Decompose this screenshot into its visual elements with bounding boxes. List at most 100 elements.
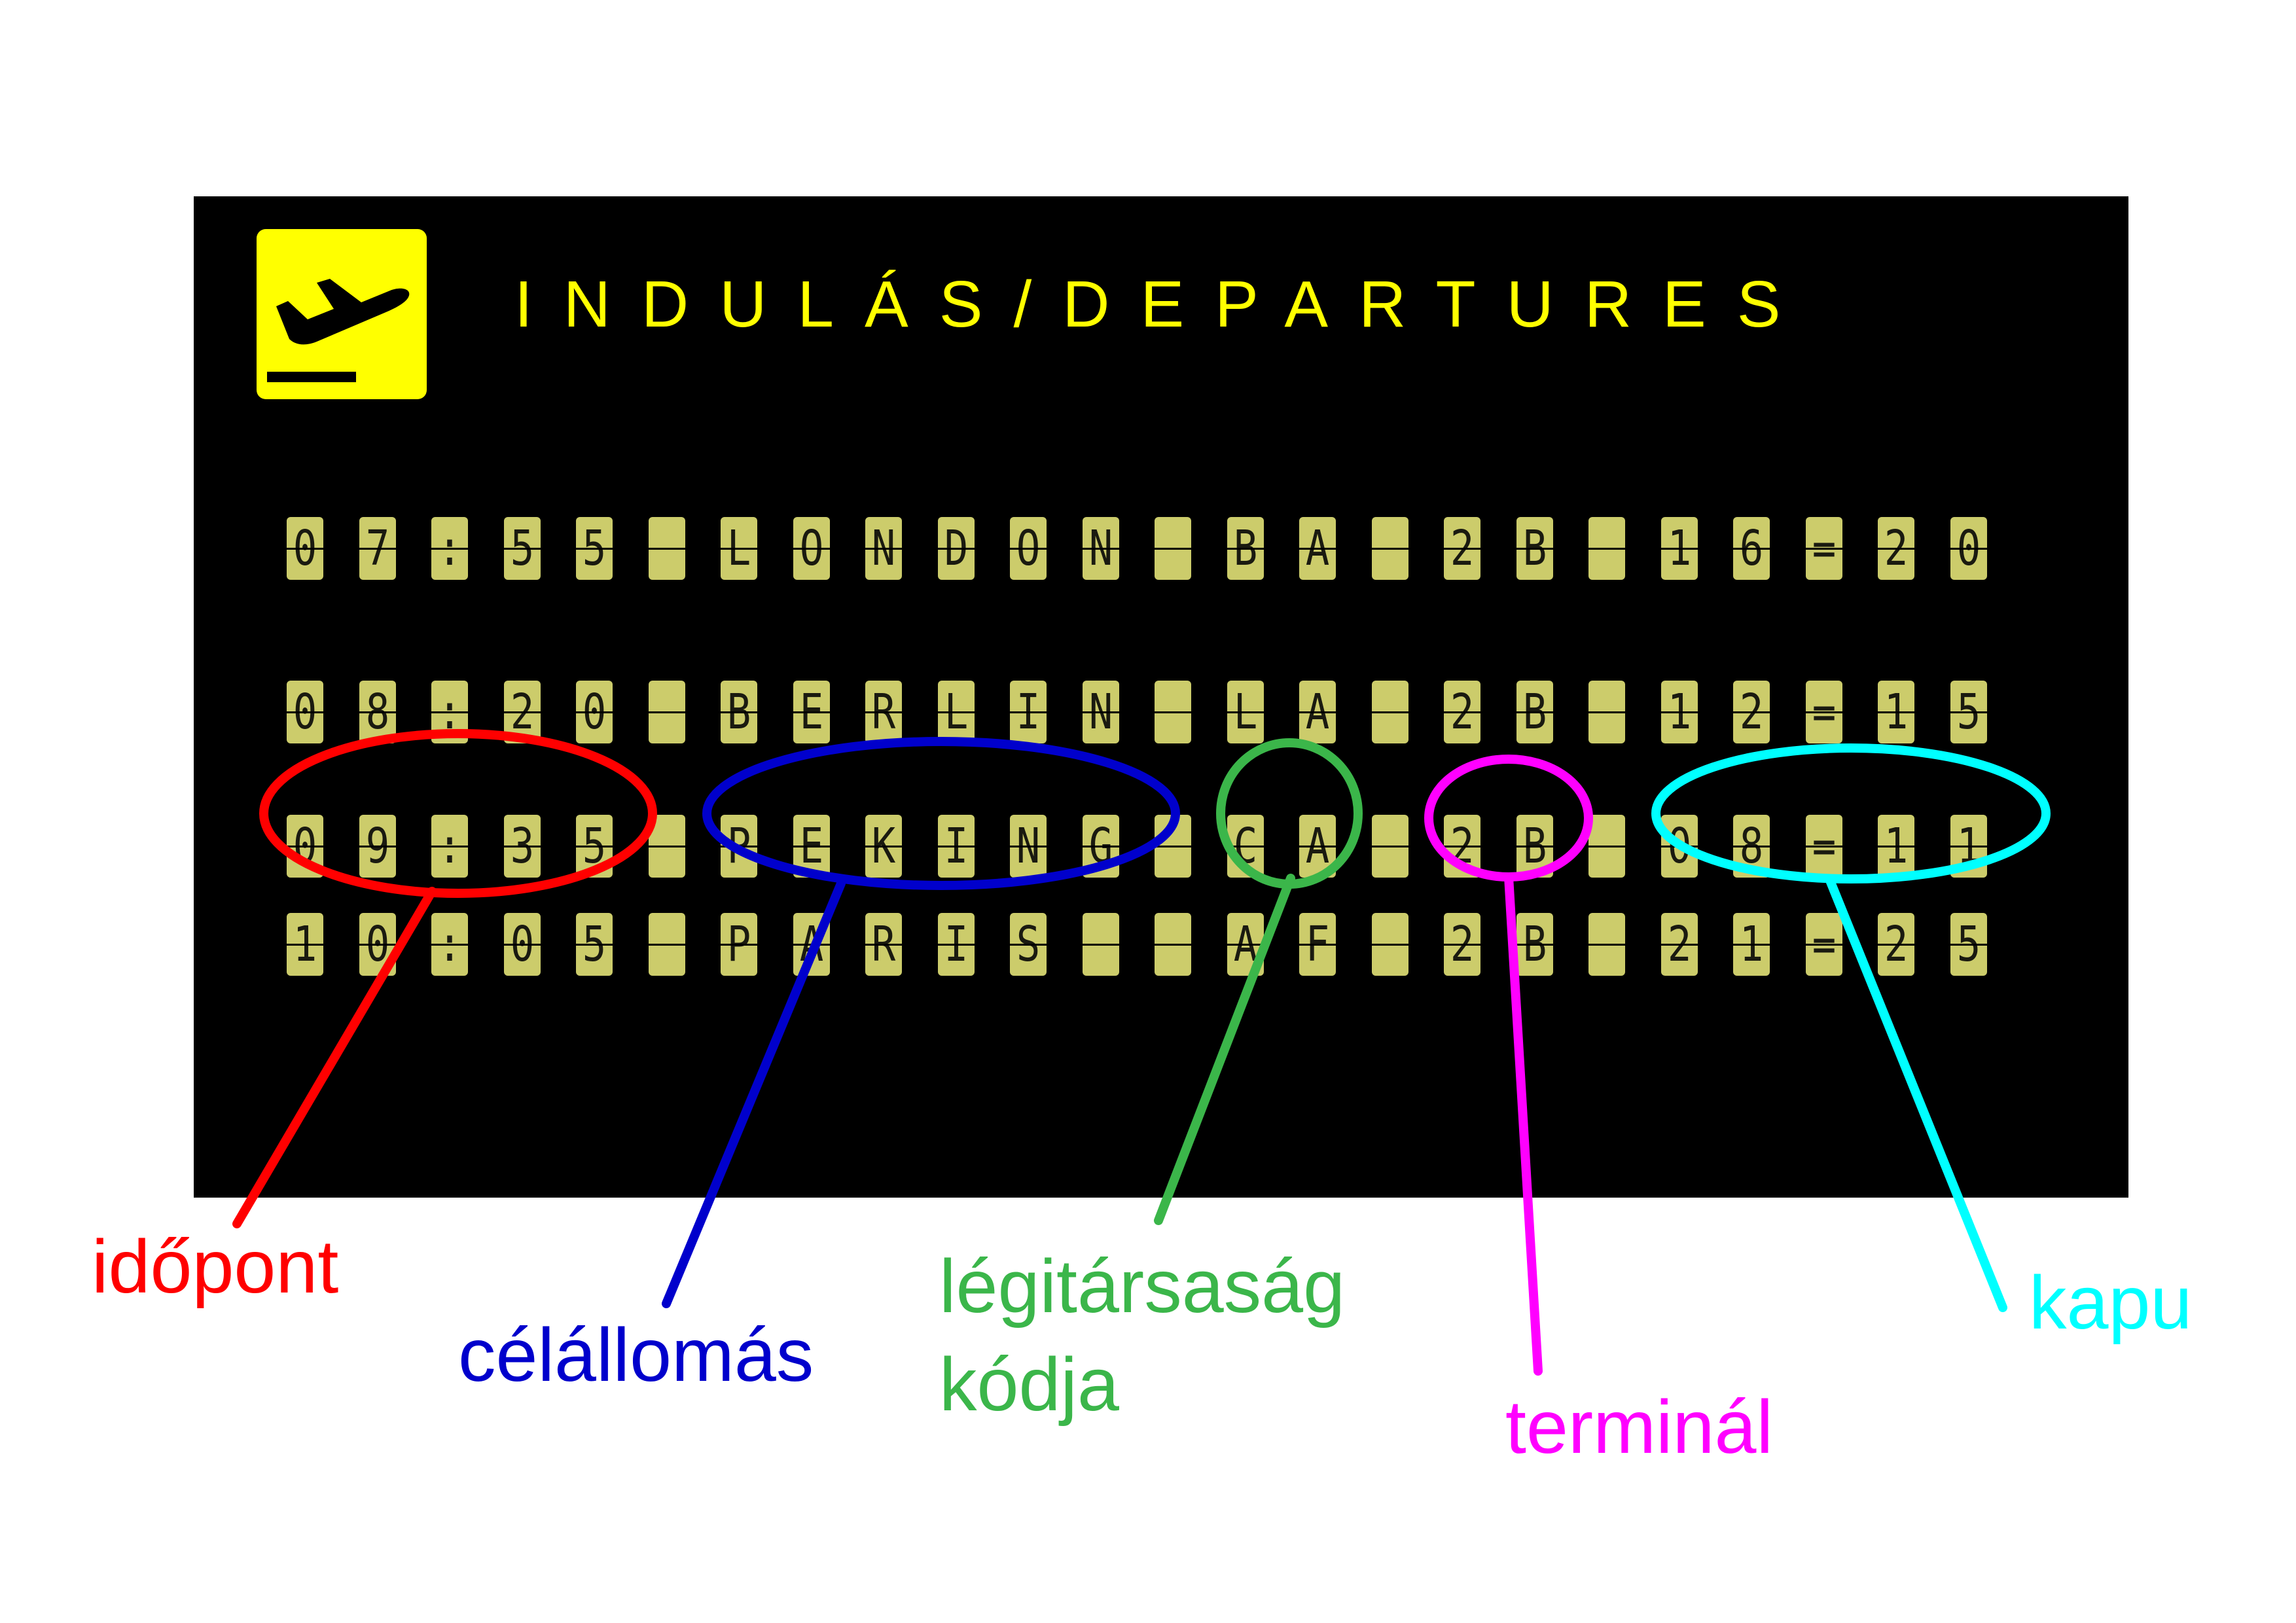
- flap-tile: B: [1516, 913, 1553, 976]
- flap-tile: 2: [503, 681, 541, 743]
- flap-tile: N: [865, 517, 902, 580]
- flap-tile: :: [431, 517, 468, 580]
- flap-tile: 0: [359, 913, 396, 976]
- time-label: időpont: [92, 1225, 339, 1309]
- terminal-label: terminál: [1505, 1385, 1774, 1469]
- flap-tile: 2: [1444, 815, 1480, 878]
- flap-tile: E: [793, 681, 830, 743]
- flap-tile: D: [937, 517, 975, 580]
- flap-tile: =: [1805, 681, 1842, 743]
- flap-tile: B: [1516, 815, 1553, 878]
- destination-label: célállomás: [458, 1313, 814, 1397]
- flap-tile: 2: [1660, 913, 1698, 976]
- flap-tile: 5: [1950, 913, 1987, 976]
- departure-plane-svg: [257, 229, 427, 399]
- flap-tile: 0: [287, 815, 323, 878]
- flap-tile: 1: [287, 913, 323, 976]
- flap-tile: 5: [576, 517, 613, 580]
- flap-tile: G: [1082, 815, 1119, 878]
- flap-tile: 1: [1878, 681, 1914, 743]
- flap-tile: N: [1010, 815, 1047, 878]
- flap-tile: [1371, 681, 1408, 743]
- flap-tile: I: [1010, 681, 1047, 743]
- flap-tile: 0: [1950, 517, 1987, 580]
- flap-tile: S: [1010, 913, 1047, 976]
- flap-tile: [648, 815, 685, 878]
- departure-plane-icon: [257, 229, 427, 399]
- flap-tile: I: [937, 815, 975, 878]
- airline-label-line2: kódja: [939, 1343, 1119, 1427]
- flap-tile: O: [793, 517, 830, 580]
- flap-tile: P: [721, 913, 757, 976]
- flap-tile: [1588, 913, 1625, 976]
- flap-tile: B: [1516, 681, 1553, 743]
- flap-tile: 8: [1733, 815, 1770, 878]
- flap-tile: [1588, 517, 1625, 580]
- flap-tile: :: [431, 815, 468, 878]
- flap-tile: O: [1010, 517, 1047, 580]
- flap-tile: F: [1299, 913, 1336, 976]
- flap-tile: R: [865, 913, 902, 976]
- flap-tile: 0: [1660, 815, 1698, 878]
- flap-tile: C: [1227, 815, 1264, 878]
- flap-tile: [1155, 681, 1191, 743]
- flap-tile: 0: [576, 681, 613, 743]
- flap-tile: E: [793, 815, 830, 878]
- flap-tile: [1155, 913, 1191, 976]
- flap-tile: 8: [359, 681, 396, 743]
- flap-tile: [1082, 913, 1119, 976]
- flap-tile: L: [1227, 681, 1264, 743]
- flap-tile: L: [937, 681, 975, 743]
- flap-tile: R: [865, 681, 902, 743]
- flap-tile: 2: [1733, 681, 1770, 743]
- flap-tile: B: [721, 681, 757, 743]
- flap-tile: 1: [1660, 681, 1698, 743]
- flap-tile: :: [431, 913, 468, 976]
- flap-tile: 1: [1660, 517, 1698, 580]
- flap-tile: [1155, 517, 1191, 580]
- flap-tile: A: [1299, 681, 1336, 743]
- flap-tile: =: [1805, 913, 1842, 976]
- flap-tile: 1: [1878, 815, 1914, 878]
- flap-tile: 1: [1950, 815, 1987, 878]
- flap-tile: 0: [287, 681, 323, 743]
- board-title: INDULÁS/DEPARTURES: [514, 268, 1812, 341]
- flap-tile: 2: [1878, 913, 1914, 976]
- flap-tile: [1371, 913, 1408, 976]
- flap-tile: 2: [1878, 517, 1914, 580]
- flap-tile: 5: [1950, 681, 1987, 743]
- flap-tile: [1588, 681, 1625, 743]
- flap-tile: A: [1299, 815, 1336, 878]
- flap-tile: 0: [287, 517, 323, 580]
- flap-tile: N: [1082, 681, 1119, 743]
- flap-tile: B: [1516, 517, 1553, 580]
- flap-tile: I: [937, 913, 975, 976]
- gate-label: kapu: [2029, 1261, 2193, 1345]
- flap-tile: 9: [359, 815, 396, 878]
- flap-tile: K: [865, 815, 902, 878]
- flap-tile: P: [721, 815, 757, 878]
- flap-tile: 1: [1733, 913, 1770, 976]
- airline-label-line1: légitársaság: [939, 1245, 1346, 1329]
- flap-tile: =: [1805, 815, 1842, 878]
- flap-tile: [648, 913, 685, 976]
- flap-tile: 5: [576, 913, 613, 976]
- flap-tile: 2: [1444, 681, 1480, 743]
- flap-tile: [1371, 815, 1408, 878]
- flap-tile: A: [793, 913, 830, 976]
- flap-tile: 5: [576, 815, 613, 878]
- flap-tile: 6: [1733, 517, 1770, 580]
- flap-tile: [1371, 517, 1408, 580]
- flap-tile: 2: [1444, 913, 1480, 976]
- flap-tile: [1588, 815, 1625, 878]
- flap-tile: 7: [359, 517, 396, 580]
- flap-tile: [648, 681, 685, 743]
- flap-tile: 5: [503, 517, 541, 580]
- flap-tile: A: [1227, 913, 1264, 976]
- flap-tile: B: [1227, 517, 1264, 580]
